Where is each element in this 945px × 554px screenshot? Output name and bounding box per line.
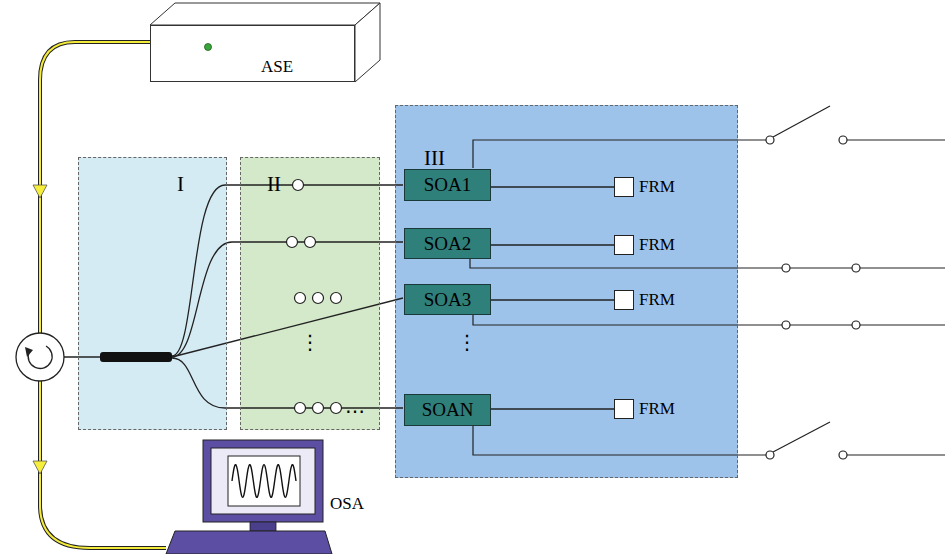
faraday-rotator-mirror: FRM (614, 290, 634, 310)
frm-label: FRM (639, 177, 675, 197)
node-label: SOA2 (424, 233, 472, 255)
switch-contacts (766, 136, 860, 459)
frm-label: FRM (639, 399, 675, 419)
direction-arrow (33, 185, 47, 198)
region-label: I (177, 172, 184, 197)
region-fill (78, 157, 227, 430)
optical-circulator (16, 333, 64, 381)
frm-label: FRM (639, 235, 675, 255)
faraday-rotator-mirror: FRM (614, 399, 634, 419)
fiber-ase-circulator (40, 42, 150, 333)
continuation-dots: ⋮ (300, 332, 320, 352)
continuation-dots: ⋮ (457, 332, 477, 352)
ase-source: ASE (150, 25, 355, 82)
region-fill (240, 157, 380, 430)
soa-box: SOA3 (404, 284, 491, 315)
node-label: SOA3 (424, 289, 472, 311)
node-label: OSA (330, 494, 364, 513)
region-label: II (267, 172, 281, 197)
fiber-fanout (172, 185, 403, 408)
ase-source-box (150, 3, 380, 82)
node-label: SOAN (422, 399, 474, 421)
frm-label: FRM (639, 290, 675, 310)
fiber-link (491, 186, 614, 187)
fiber (64, 356, 102, 358)
continuation-dots: … (345, 396, 365, 416)
bias-wires (470, 106, 945, 455)
soa-box: SOA2 (404, 228, 491, 259)
fiber-link (491, 244, 614, 245)
soa-box: SOAN (404, 394, 491, 426)
node-label: ASE (261, 57, 293, 77)
polarization-controller-loops (287, 180, 342, 414)
faraday-rotator-mirror: FRM (614, 235, 634, 255)
direction-arrow (33, 461, 47, 474)
node-label: SOA1 (424, 174, 472, 196)
osa-computer (166, 440, 332, 554)
fiber-coupler (100, 352, 172, 362)
faraday-rotator-mirror: FRM (614, 177, 634, 197)
region-label: III (424, 146, 445, 171)
region-band: II (240, 157, 380, 430)
fiber-link (491, 408, 614, 409)
region-band: IIISOA1FRMSOA2FRMSOA3FRMSOANFRM (395, 105, 738, 478)
fiber-link (491, 299, 614, 300)
region-band: I (78, 157, 227, 430)
soa-box: SOA1 (404, 169, 491, 201)
fiber-circulator-osa (40, 381, 166, 548)
region-fill (395, 105, 738, 478)
osa-label-box: OSA (330, 494, 364, 514)
region-fills (78, 105, 738, 478)
